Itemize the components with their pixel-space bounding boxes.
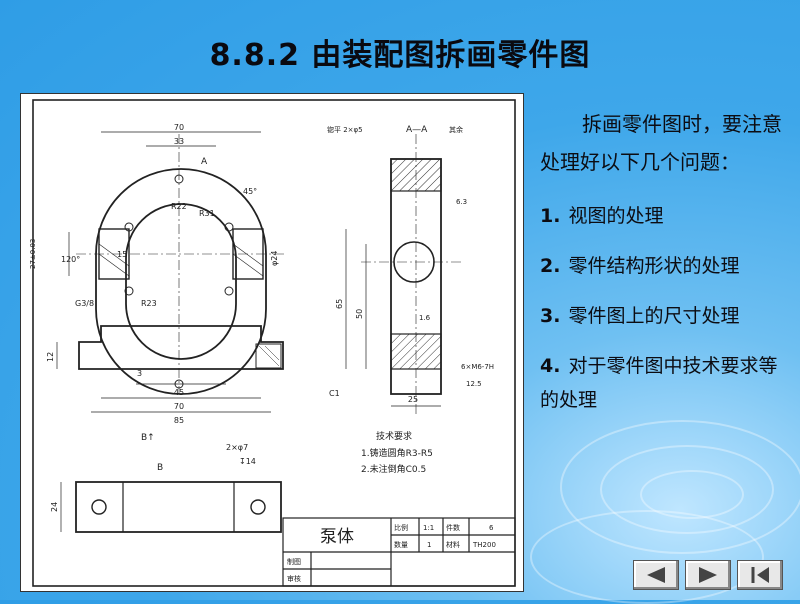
dim-12: 12 (46, 352, 55, 362)
checked-label: 审核 (287, 574, 301, 583)
notes-list: 1. 视图的处理 2. 零件结构形状的处理 3. 零件图上的尺寸处理 4.对于零件图中… (540, 199, 790, 417)
scale-label: 比例 (394, 523, 408, 532)
roughness-1-6: 1.6 (419, 314, 431, 322)
section-mark-a: A (201, 157, 208, 167)
dim-r22: R22 (171, 202, 187, 211)
part-name: 泵体 (320, 527, 354, 547)
dim-65: 65 (335, 299, 344, 309)
dim-70-top: 70 (174, 123, 184, 132)
point-number: 3. (540, 305, 561, 327)
tech-req-line2: 2.未注倒角C0.5 (361, 463, 426, 475)
notes-intro: 拆画零件图时，要注意处理好以下几个问题： (540, 112, 782, 174)
material-value: TH200 (472, 541, 496, 549)
qty-value: 1 (427, 541, 431, 549)
section-label: A—A (406, 125, 428, 135)
point-text: 视图的处理 (568, 205, 664, 227)
number-value: 6 (489, 524, 494, 532)
point-text: 零件图上的尺寸处理 (568, 305, 740, 327)
other-roughness: 其余 (449, 125, 463, 134)
notes-panel: 拆画零件图时，要注意处理好以下几个问题： 1. 视图的处理 2. 零件结构形状的处理… (540, 105, 790, 433)
view-b-arrow: B↑ (141, 433, 155, 443)
dim-70: 70 (174, 402, 184, 411)
engineering-drawing: 70 33 R22 R31 R23 45° 120° 27±0.03 15 φ2… (20, 93, 524, 592)
dim-50: 50 (355, 309, 364, 319)
dim-r31: R31 (199, 209, 215, 218)
dim-g38: G3/8 (75, 299, 94, 308)
holes-note: 2×φ7 (226, 443, 248, 452)
point-number: 4. (540, 355, 561, 377)
dim-85: 85 (174, 416, 184, 425)
list-item: 2. 零件结构形状的处理 (540, 249, 790, 283)
drawing-canvas: 70 33 R22 R31 R23 45° 120° 27±0.03 15 φ2… (29, 99, 516, 587)
point-number: 1. (540, 205, 561, 227)
dim-phi24: φ24 (270, 251, 279, 266)
last-page-icon (751, 567, 769, 583)
roughness-6-3: 6.3 (456, 198, 467, 206)
dim-m6: 6×M6-7H (461, 363, 494, 371)
slide-nav (633, 560, 783, 590)
last-page-button[interactable] (737, 560, 783, 590)
dim-45: 45 (174, 388, 184, 397)
view-b-label: B (157, 463, 163, 473)
prev-triangle-icon (647, 567, 665, 583)
drawn-label: 制图 (287, 557, 301, 566)
dim-45deg: 45° (243, 187, 257, 196)
list-item: 1. 视图的处理 (540, 199, 790, 233)
title-block (282, 517, 516, 587)
point-number: 2. (540, 255, 561, 277)
list-item: 4.对于零件图中技术要求等的处理 (540, 349, 790, 417)
top-holes-note: 锪平 2×φ5 (327, 125, 363, 134)
dim-3: 3 (137, 369, 142, 378)
dim-15: 15 (117, 250, 127, 259)
roughness-12-5: 12.5 (466, 380, 482, 388)
dim-r23: R23 (141, 299, 157, 308)
dim-33: 33 (174, 137, 184, 146)
tech-req-heading: 技术要求 (376, 430, 412, 442)
dim-27: 27±0.03 (29, 239, 37, 269)
bottom-view (60, 481, 282, 533)
tech-req-line1: 1.铸造圆角R3-R5 (361, 447, 433, 459)
section-view (345, 134, 461, 414)
dim-c1: C1 (329, 389, 340, 398)
next-button[interactable] (685, 560, 731, 590)
point-text: 零件结构形状的处理 (568, 255, 740, 277)
next-triangle-icon (699, 567, 717, 583)
point-text: 对于零件图中技术要求等的处理 (540, 355, 778, 411)
front-view (56, 131, 286, 413)
number-label: 件数 (446, 523, 460, 532)
material-label: 材料 (446, 540, 460, 549)
prev-button[interactable] (633, 560, 679, 590)
dim-24: 24 (50, 502, 59, 512)
qty-label: 数量 (394, 540, 408, 549)
dim-25: 25 (408, 395, 418, 404)
slide-title: 8.8.2 由装配图拆画零件图 (209, 38, 591, 73)
list-item: 3. 零件图上的尺寸处理 (540, 299, 790, 333)
depth-note: ↧14 (239, 457, 256, 466)
dim-120deg: 120° (61, 255, 80, 264)
scale-value: 1:1 (423, 524, 434, 532)
